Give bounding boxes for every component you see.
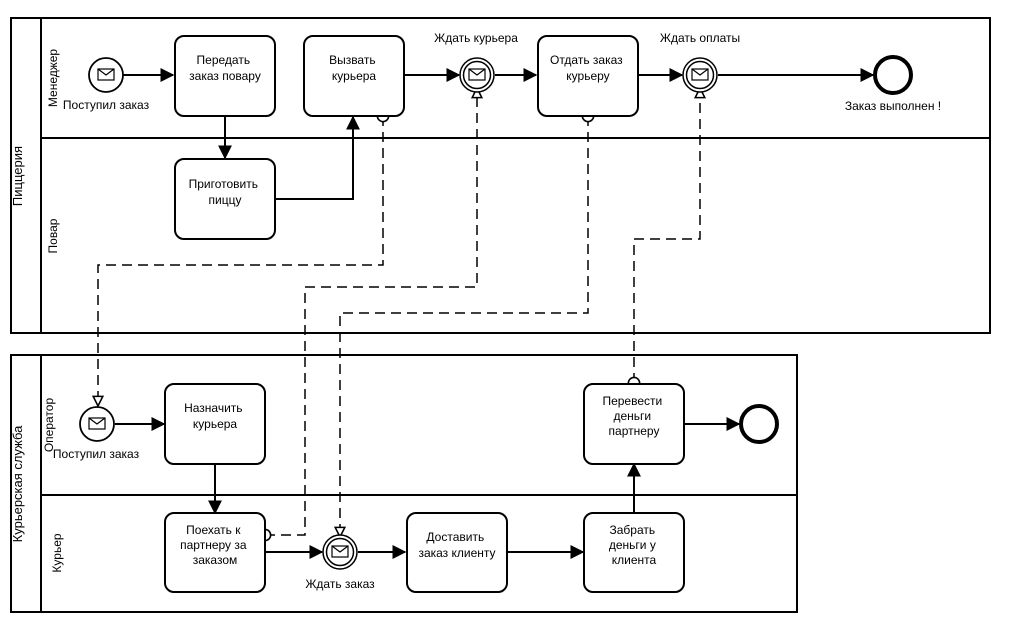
pool-label-pizzeria: Пиццерия [10,146,25,206]
envelope-icon [88,417,106,430]
end-event-courier-service[interactable] [739,404,779,444]
svg-text:Приготовить пиццу: Приготовить пиццу [189,177,262,207]
task-label-line: Доставить [426,530,484,544]
lane-label-cook: Повар [46,218,60,253]
svg-text:Назначить курьера: Назначить курьера [184,401,246,431]
task-assign-courier[interactable]: Назначить курьера [164,383,266,465]
event-label-wait-order: Ждать заказ [305,577,375,591]
task-label-line: деньги [614,409,652,423]
svg-text:Перевести деньги п: Перевести деньги партнеру [602,394,665,438]
start-event-order-received[interactable] [88,57,124,93]
task-label-line: курьеру [566,69,609,83]
event-label-wait-courier: Ждать курьера [434,31,518,45]
svg-text:Забрать деньги у к: Забрать деньги у клиента [609,523,659,567]
pool-label-courier-service: Курьерская служба [10,425,25,542]
lane-label-manager: Менеджер [46,49,60,108]
pool-pizzeria: Пиццерия Менеджер Повар [10,17,991,334]
envelope-icon [97,68,115,81]
task-label-line: Передать [197,53,251,67]
task-call-courier[interactable]: Вызвать курьера [303,35,405,117]
svg-text:Отдать заказ курьеру: Отдать заказ курьеру [550,53,626,83]
task-deliver-order[interactable]: Доставить заказ клиенту [406,512,508,593]
task-label-line: курьера [332,69,377,83]
lane-label-operator: Оператор [42,398,56,453]
start-event-operator-order-received[interactable] [79,406,115,442]
envelope-icon [331,545,349,558]
svg-text:Доставить заказ клиенту: Доставить заказ клиенту [418,530,495,560]
end-event-order-done[interactable] [873,55,913,95]
task-label-line: заказ повару [189,69,261,83]
task-label-line: партнеру за [180,538,247,552]
intermediate-event-wait-order[interactable] [322,534,358,570]
task-label-line: курьера [193,417,238,431]
event-label-operator-order-received: Поступил заказ [53,447,140,461]
task-label-line: Вызвать [329,53,376,67]
task-take-money[interactable]: Забрать деньги у клиента [583,512,685,593]
event-label-wait-payment: Ждать оплаты [660,31,740,45]
task-pass-to-cook[interactable]: Передать заказ повару [174,35,276,117]
task-label-line: пиццу [209,193,242,207]
envelope-icon [691,68,709,81]
svg-text:Передать заказ повару: Передать заказ повару [189,53,261,83]
svg-text:Вызвать курьера: Вызвать курьера [329,53,379,83]
svg-text:Поехать к партнеру за: Поехать к партнеру за заказом [180,523,250,567]
task-label-line: партнеру [609,424,660,438]
message-flows [98,88,700,537]
task-label-line: Поехать к [186,523,241,537]
task-label-line: Перевести [602,394,662,408]
sequence-flows [115,68,875,559]
envelope-icon [468,68,486,81]
task-label-line: Забрать [610,523,656,537]
intermediate-event-wait-payment[interactable] [682,57,718,93]
task-transfer-money[interactable]: Перевести деньги партнеру [583,383,685,465]
task-label-line: Отдать заказ [550,53,623,67]
task-label-line: Приготовить [189,177,258,191]
task-label-line: заказ клиенту [418,546,495,560]
event-label-order-received: Поступил заказ [63,98,150,112]
intermediate-event-wait-courier[interactable] [459,57,495,93]
task-cook-pizza[interactable]: Приготовить пиццу [174,158,276,240]
task-give-order-to-courier[interactable]: Отдать заказ курьеру [537,35,639,117]
task-label-line: деньги у [609,538,656,552]
task-go-to-partner[interactable]: Поехать к партнеру за заказом [164,512,266,593]
lane-label-courier: Курьер [50,533,64,572]
task-label-line: заказом [193,553,238,567]
event-label-order-done: Заказ выполнен ! [845,99,941,113]
task-label-line: клиента [612,553,657,567]
task-label-line: Назначить [184,401,242,415]
